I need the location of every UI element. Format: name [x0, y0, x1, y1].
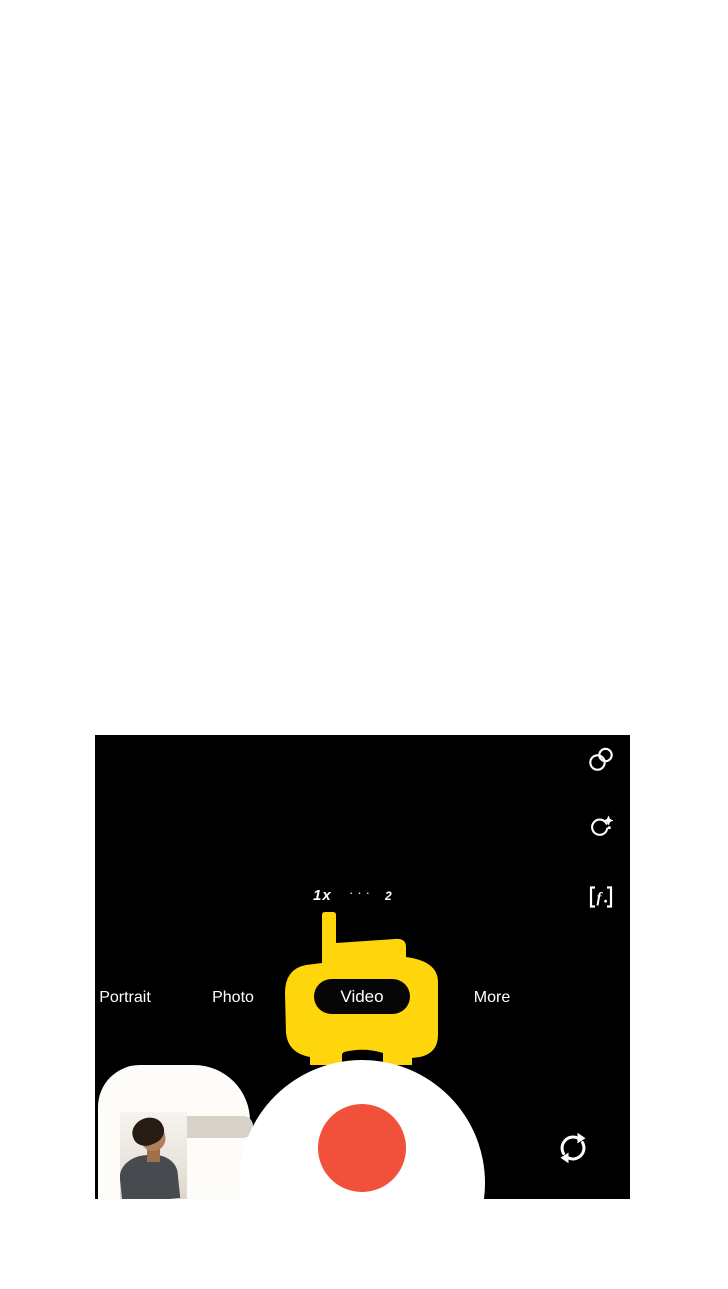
zoom-1x-button[interactable]: 1x [313, 887, 332, 904]
zoom-dots[interactable]: ··· [349, 885, 374, 900]
beauty-button[interactable] [585, 811, 617, 843]
mode-photo[interactable]: Photo [212, 989, 254, 1006]
beauty-face-icon [591, 815, 614, 836]
camera-viewport[interactable]: 1x ··· 2 f Port [95, 735, 630, 1199]
flip-camera-button[interactable] [552, 1127, 594, 1169]
mode-portrait[interactable]: Portrait [99, 989, 151, 1006]
filters-icon [589, 747, 613, 771]
lut-button[interactable]: f [585, 881, 617, 913]
mode-more[interactable]: More [473, 989, 511, 1006]
svg-text:f: f [597, 891, 604, 907]
gallery-thumbnail[interactable] [120, 1112, 187, 1199]
flip-camera-icon [560, 1132, 586, 1164]
mode-video-selected[interactable]: Video [314, 979, 410, 1014]
zoom-2x-button[interactable]: 2 [385, 889, 392, 903]
filters-button[interactable] [585, 743, 617, 775]
zoom-control: 1x ··· 2 [313, 885, 423, 907]
lut-frame-icon: f [589, 886, 613, 908]
record-button[interactable] [318, 1104, 406, 1192]
